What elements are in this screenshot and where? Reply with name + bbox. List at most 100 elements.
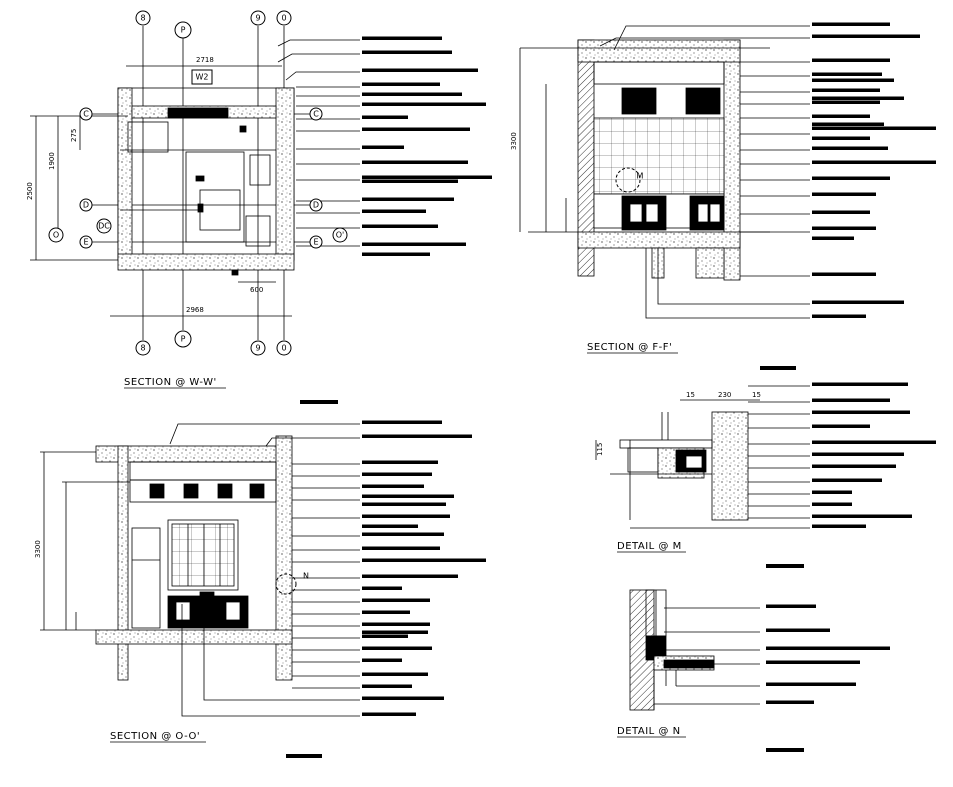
plan-grid-bubbles: 8 P 9 0 8 P 9 0 C D O E C D O' E W2 DC [48,10,348,356]
annotation-text-45 [362,494,454,498]
svg-text:P: P [181,335,186,344]
annotation-text-11 [362,175,492,179]
annotation-text-49 [362,532,444,536]
annotation-text-28 [812,126,936,130]
annotation-text-43 [362,472,432,476]
annotation-text-7 [362,115,408,119]
annotation-text-60 [362,658,402,662]
annotation-text-82 [766,700,814,704]
annotation-text-73 [812,490,852,494]
annotation-text-42 [362,460,438,464]
plan-dimensions: 2718 2968 2500 1900 275 600 [26,56,263,314]
detail-m-dim-3: 15 [752,391,761,399]
annotation-text-53 [362,586,402,590]
annotation-text-1 [362,36,442,40]
annotation-text-23 [812,88,880,92]
grid-bubble-right-2: D [309,198,323,212]
title-detail-m: DETAIL @ M [617,541,682,552]
annotation-text-15 [362,224,438,228]
dim-top: 2718 [196,56,214,64]
annotation-text-31 [812,160,936,164]
annotation-text-80 [766,660,860,664]
scale-bar-m [766,564,804,568]
annotation-text-51 [362,558,486,562]
annotation-text-41 [362,434,472,438]
svg-text:D: D [313,201,319,210]
annotation-text-50 [362,546,440,550]
svg-text:9: 9 [255,344,260,353]
annotation-text-34 [812,210,870,214]
grid-bubble-left-3: O [48,227,64,243]
svg-text:9: 9 [255,14,260,23]
svg-text:0: 0 [281,344,286,353]
annotation-text-56 [362,622,430,626]
scale-bar-w [300,400,338,404]
annotation-text-36 [812,236,854,240]
annotation-text-16 [362,242,466,246]
title-section-w: SECTION @ W-W' [124,377,217,388]
scale-bar-f [760,366,796,370]
annotation-text-67 [812,410,910,414]
grid-bubble-top-1: 8 [135,10,151,26]
window-tag-w2: W2 [191,69,213,85]
section-w-plan [30,26,360,340]
grid-bubble-bottom-1: 8 [135,340,151,356]
annotation-text-2 [362,50,452,54]
annotation-text-3 [362,68,478,72]
grid-bubble-bottom-2: P [174,330,192,348]
section-f-annotations: 3300 M [510,132,644,193]
scale-bar-n [766,748,804,752]
detail-m-dim-2: 230 [718,391,731,399]
grid-bubble-top-3: 9 [250,10,266,26]
annotation-text-64 [362,712,416,716]
annotation-text-27 [812,122,884,126]
section-o-annotations: 3300 N [34,540,309,595]
annotation-text-6 [362,102,486,106]
annotation-text-52 [362,574,458,578]
section-f-drawing [519,25,810,319]
annotation-text-22 [812,78,894,82]
annotation-text-61 [362,672,428,676]
annotation-text-55 [362,610,410,614]
svg-text:O': O' [336,231,345,240]
annotation-text-8 [362,127,470,131]
annotation-text-18 [812,22,890,26]
svg-text:C: C [313,110,319,119]
svg-text:E: E [313,238,318,247]
annotation-text-71 [812,464,896,468]
annotation-text-46 [362,502,446,506]
annotation-text-40 [362,420,442,424]
view-titles: SECTION @ W-W' SECTION @ F-F' SECTION @ … [110,342,804,758]
annotation-text-25 [812,100,880,104]
svg-text:E: E [83,238,88,247]
annotation-text-81 [766,682,856,686]
dim-left-outer: 2500 [26,182,34,200]
annotation-text-19 [812,34,920,38]
annotation-text-47 [362,514,450,518]
annotation-text-57 [362,630,428,634]
grid-bubble-right-1: C [309,107,323,121]
annotation-text-10 [362,160,468,164]
section-o-drawing [40,423,360,717]
dim-bottom: 2968 [186,306,204,314]
annotation-text-9 [362,145,404,149]
annotation-text-44 [362,484,424,488]
annotation-text-33 [812,192,876,196]
annotation-text-37 [812,272,876,276]
svg-text:P: P [181,26,186,35]
annotation-text-13 [362,197,454,201]
annotation-text-24 [812,96,904,100]
detail-m-drawing [595,385,810,529]
annotation-text-48 [362,524,418,528]
dim-left-inner: 1900 [48,152,56,170]
annotation-text-62 [362,684,412,688]
detail-m-dim-1: 15 [686,391,695,399]
detail-m-dims: 15 230 15 115 [596,391,761,456]
annotation-text-70 [812,452,904,456]
annotation-text-38 [812,300,904,304]
annotation-text-20 [812,58,890,62]
annotation-text-78 [766,628,830,632]
drawing-tag-dc: DC [96,218,112,234]
annotation-text-26 [812,114,870,118]
